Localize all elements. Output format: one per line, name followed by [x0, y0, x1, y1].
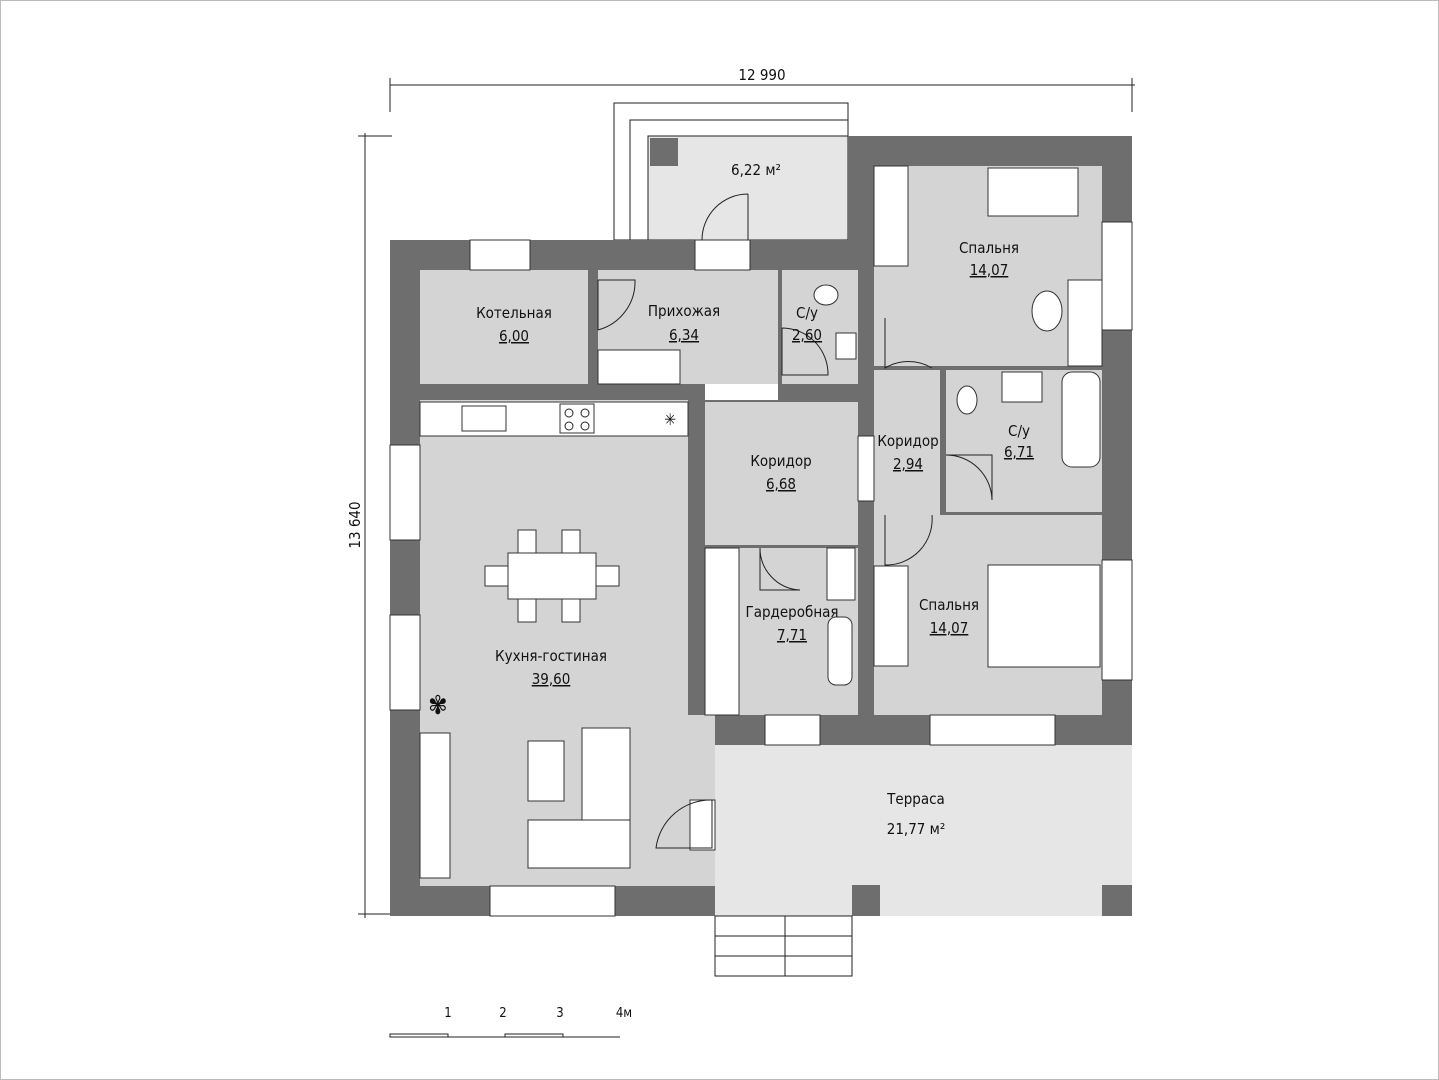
scale-tick-3: 3 [556, 1006, 563, 1021]
terrace-name: Терраса [886, 790, 945, 808]
kitchen-name: Кухня-гостиная [495, 647, 607, 665]
scale-tick-1: 1 [444, 1006, 451, 1021]
tv-stand [419, 732, 451, 879]
dimension-height-label: 13 640 [346, 501, 364, 548]
scale-bar: 1 2 3 4м [389, 1006, 632, 1038]
vestibule-area: 6,22 м² [731, 161, 781, 179]
room-corridor1 [705, 402, 858, 545]
scale-tick-4: 4м [616, 1006, 632, 1021]
plant-icon: ✾ [428, 691, 448, 721]
bedroom2-area: 14,07 [930, 619, 969, 637]
room-corridor2 [874, 370, 940, 515]
dimension-width-label: 12 990 [738, 66, 785, 84]
bathtub-icon [1061, 371, 1101, 468]
corridor2-name: Коридор [877, 432, 938, 450]
bed-icon [987, 167, 1079, 217]
svg-text:✳: ✳ [664, 410, 676, 429]
sofa-icon [527, 727, 631, 869]
boiler-area: 6,00 [499, 327, 529, 345]
stairs [714, 915, 853, 977]
dining-table-icon [484, 529, 620, 623]
boiler-name: Котельная [476, 304, 552, 322]
wardrobe-area: 7,71 [777, 626, 807, 644]
bedroom1-area: 14,07 [970, 261, 1009, 279]
wc2-area: 6,71 [1004, 443, 1034, 461]
bedroom2-name: Спальня [919, 596, 979, 614]
bedroom1-name: Спальня [959, 239, 1019, 257]
terrace [715, 745, 1132, 885]
dimension-height: 13 640 [346, 133, 392, 918]
wc2-name: С/у [1008, 422, 1030, 440]
room-kitchen [420, 400, 688, 886]
cooktop-icon [559, 403, 595, 434]
scale-tick-2: 2 [499, 1006, 506, 1021]
wc1-area: 2,60 [792, 326, 822, 344]
terrace-area: 21,77 м² [887, 820, 946, 838]
hall-area: 6,34 [669, 326, 699, 344]
double-bed-icon [987, 564, 1101, 668]
toilet-icon [956, 385, 978, 415]
wc1-name: С/у [796, 304, 818, 322]
kitchen-area: 39,60 [532, 670, 571, 688]
dimension-width: 12 990 [389, 66, 1135, 112]
kitchen-counter [419, 401, 689, 437]
wardrobe-name: Гардеробная [745, 603, 838, 621]
corridor1-area: 6,68 [766, 475, 796, 493]
corridor2-area: 2,94 [893, 455, 923, 473]
hall-name: Прихожая [648, 302, 720, 320]
corridor1-name: Коридор [750, 452, 811, 470]
room-boiler [420, 270, 588, 384]
